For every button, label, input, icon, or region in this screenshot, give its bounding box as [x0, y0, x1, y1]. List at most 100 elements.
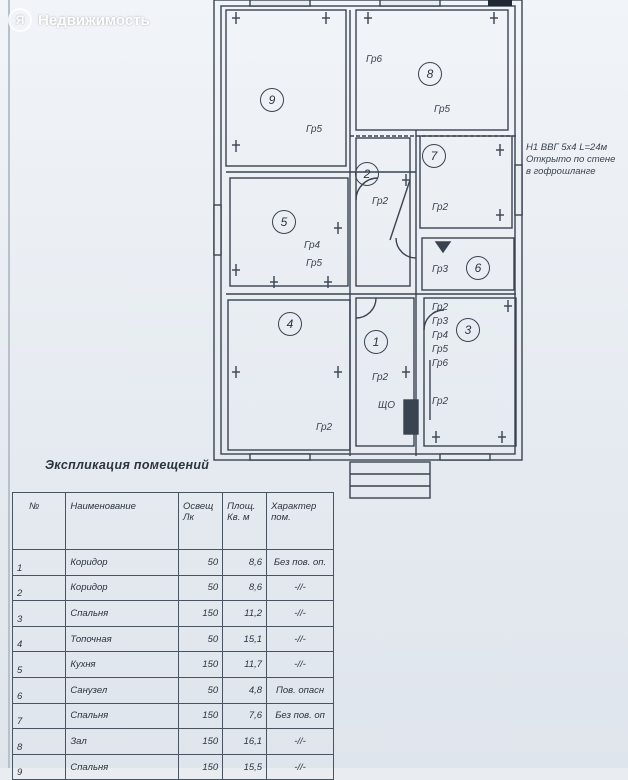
room-number: 1 — [364, 330, 388, 354]
cell-character: Без пов. оп. — [266, 549, 334, 576]
room-5-wall — [229, 177, 349, 287]
cell-lux: 50 — [177, 676, 224, 704]
outer-wall — [213, 0, 523, 461]
group-label: Гр4 — [432, 330, 449, 341]
cell-name: Спальня — [65, 600, 179, 627]
table-row: 5 Кухня 150 11,7 -//- — [11, 651, 334, 678]
fixture-symbol — [232, 264, 240, 276]
fixture-symbol — [402, 366, 410, 378]
cell-lux: 150 — [177, 600, 224, 627]
cell-area: 7,6 — [222, 702, 268, 730]
group-label: Гр2 — [432, 302, 449, 313]
cell-lux: 50 — [177, 625, 224, 653]
cell-number: 5 — [11, 651, 67, 678]
cell-area: 11,2 — [222, 600, 268, 627]
cable-note: Н1 ВВГ 5х4 L=24м Открыто по стене в гофр… — [526, 142, 615, 178]
fixture-symbol — [334, 366, 342, 378]
table-row: 8 Зал 150 16,1 -//- — [11, 728, 334, 755]
cell-lux: 50 — [177, 574, 224, 602]
watermark-text: Недвижимость — [38, 11, 150, 29]
group-label: Гр2 — [372, 372, 389, 383]
room-number: 6 — [466, 256, 490, 280]
group-label: Гр5 — [434, 104, 451, 115]
fixture-symbol — [490, 12, 498, 24]
fixture-symbol — [402, 174, 410, 186]
cell-lux: 150 — [177, 728, 224, 755]
cable-note-line: Н1 ВВГ 5х4 L=24м — [526, 142, 608, 153]
cell-character: -//- — [266, 600, 334, 627]
cell-lux: 150 — [177, 753, 224, 780]
fixture-symbol — [496, 144, 504, 156]
group-label: Гр5 — [306, 258, 323, 269]
room-1-wall — [355, 297, 415, 447]
cell-lux: 50 — [177, 549, 224, 576]
group-label: Гр2 — [316, 422, 333, 433]
room-2-wall — [355, 137, 411, 287]
table-row: 6 Санузел 50 4,8 Пов. опасн — [11, 676, 334, 704]
group-label: Гр5 — [306, 124, 323, 135]
cell-area: 15,5 — [222, 753, 268, 780]
group-label: Гр6 — [366, 54, 383, 65]
shield-label: ЩО — [378, 400, 396, 411]
cell-lux: 150 — [177, 702, 224, 730]
cell-character: Без пов. оп — [266, 702, 334, 730]
group-label: Гр2 — [432, 202, 449, 213]
cell-name: Спальня — [65, 753, 179, 780]
group-label: Гр3 — [432, 264, 449, 275]
fixture-symbol — [232, 12, 240, 24]
cell-name: Коридор — [65, 549, 179, 576]
room-9-wall — [225, 9, 347, 167]
room-number: 2 — [355, 162, 379, 186]
fixture-symbol — [504, 300, 512, 312]
room-8-wall — [355, 9, 509, 131]
fixture-symbol — [322, 12, 330, 24]
header-name: Наименование — [65, 492, 179, 550]
fixture-symbol — [432, 431, 440, 443]
group-label: Гр3 — [432, 316, 449, 327]
room-number: 7 — [422, 144, 446, 168]
cell-area: 8,6 — [222, 549, 268, 576]
room-6-wall — [421, 237, 515, 291]
entrance-steps — [349, 461, 431, 499]
cell-area: 4,8 — [222, 676, 268, 704]
fixture-symbol — [324, 276, 332, 288]
cell-character: -//- — [266, 574, 334, 602]
fixture-symbol — [334, 222, 342, 234]
table-row: 4 Топочная 50 15,1 -//- — [11, 625, 334, 653]
table-row: 2 Коридор 50 8,6 -//- — [11, 574, 334, 602]
cell-name: Спальня — [65, 702, 179, 730]
cell-name: Коридор — [65, 574, 179, 602]
group-label: Гр2 — [372, 196, 389, 207]
fixture-symbol — [434, 241, 452, 254]
group-label: Гр4 — [304, 240, 321, 251]
room-number: 5 — [272, 210, 296, 234]
fixture-symbol — [232, 366, 240, 378]
fixture-symbol — [496, 209, 504, 221]
cell-number: 3 — [11, 600, 67, 627]
sheet-edge — [8, 0, 10, 768]
cell-area: 16,1 — [222, 728, 268, 755]
cable-note-line: в гофрошланге — [526, 166, 596, 177]
cell-character: Пов. опасн — [266, 676, 334, 704]
cell-name: Санузел — [65, 676, 179, 704]
room-number: 3 — [456, 318, 480, 342]
explication-title: Экспликация помещений — [45, 458, 210, 472]
room-number: 9 — [260, 88, 284, 112]
fixture-symbol — [270, 276, 278, 288]
table-row: 3 Спальня 150 11,2 -//- — [11, 600, 334, 627]
cell-name: Топочная — [65, 625, 179, 653]
cable-note-line: Открыто по стене — [526, 154, 616, 165]
group-label: Гр6 — [432, 358, 449, 369]
cell-lux: 150 — [177, 651, 224, 678]
cell-number: 2 — [11, 574, 67, 602]
table-row: 7 Спальня 150 7,6 Без пов. оп — [11, 702, 334, 730]
room-3-wall — [423, 297, 517, 447]
cell-number: 8 — [11, 728, 67, 755]
cell-name: Кухня — [65, 651, 179, 678]
fixture-symbol — [498, 431, 506, 443]
header-area: Площ.Кв. м — [222, 492, 268, 550]
watermark-logo: Я — [8, 8, 32, 32]
